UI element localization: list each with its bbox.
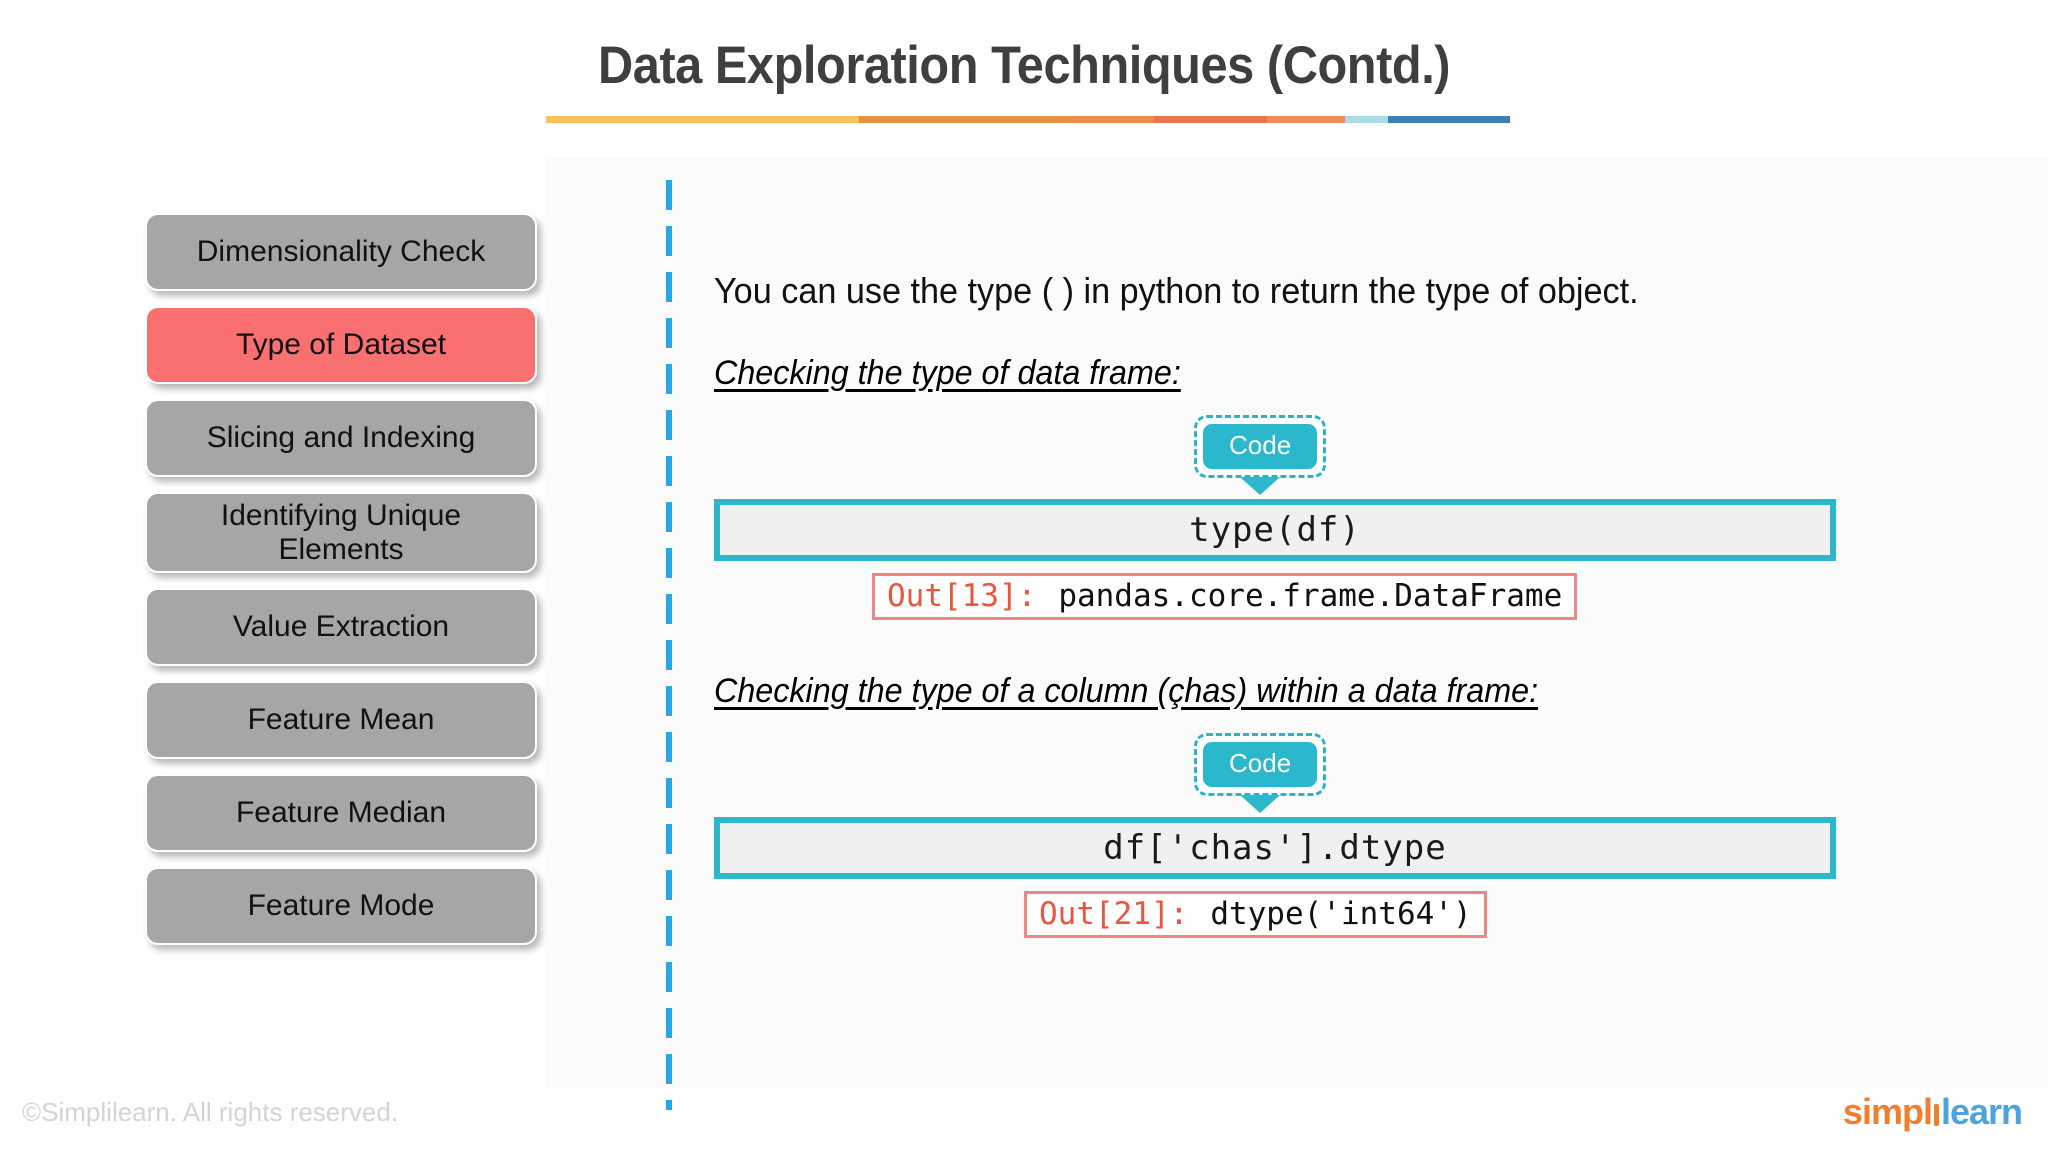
accent-rule-segment-2 <box>858 116 1068 123</box>
sidebar-item-value-extraction[interactable]: Value Extraction <box>145 588 537 666</box>
sidebar-item-label: Identifying Unique Elements <box>220 498 462 566</box>
sidebar-item-type-of-dataset[interactable]: Type of Dataset <box>145 306 537 384</box>
code-badge-label: Code <box>1203 424 1318 469</box>
accent-rule-segment-4 <box>1153 116 1267 123</box>
code-badge-tail-icon <box>1240 476 1281 495</box>
sidebar-item-label: Dimensionality Check <box>196 235 486 269</box>
code-badge-dashed-outline: Code <box>1194 733 1327 796</box>
sidebar-item-identifying-unique-elements[interactable]: Identifying Unique Elements <box>145 492 537 573</box>
section-1-code-group: Code type(df) <box>714 415 1894 565</box>
section-2-out-value: dtype('int64') <box>1210 895 1472 932</box>
sidebar-item-label: Value Extraction <box>232 610 450 644</box>
section-2-output-box: Out[21]: dtype('int64') <box>1024 891 1487 938</box>
title-accent-rule <box>546 116 1510 123</box>
section-2-out-label: Out[21]: <box>1039 895 1189 932</box>
sidebar-item-dimensionality-check[interactable]: Dimensionality Check <box>145 213 537 291</box>
section-1-output-row: Out[13]: pandas.core.frame.DataFrame <box>872 573 1894 620</box>
section-2-code-text: df['chas'].dtype <box>1103 828 1447 868</box>
section-2-code-box[interactable]: df['chas'].dtype <box>714 817 1836 879</box>
section-1-out-label: Out[13]: <box>887 577 1037 614</box>
sidebar-item-label: Type of Dataset <box>235 328 447 362</box>
section-1-code-badge-wrap[interactable]: Code <box>1194 415 1327 495</box>
logo-part-2: learn <box>1940 1091 2023 1132</box>
accent-rule-segment-1 <box>737 116 859 123</box>
page-title-wrap: Data Exploration Techniques (Contd.) <box>0 38 2048 94</box>
section-1: Checking the type of data frame: Code ty… <box>714 354 1894 620</box>
page-title: Data Exploration Techniques (Contd.) <box>597 36 1451 95</box>
accent-rule-segment-6 <box>1344 116 1389 123</box>
section-1-out-value: pandas.core.frame.DataFrame <box>1058 577 1563 614</box>
sidebar-item-feature-mode[interactable]: Feature Mode <box>145 867 537 945</box>
sidebar-item-slicing-and-indexing[interactable]: Slicing and Indexing <box>145 399 537 477</box>
section-1-code-box[interactable]: type(df) <box>714 499 1836 561</box>
accent-rule-segment-7 <box>1388 116 1510 123</box>
sidebar-item-label: Feature Mean <box>247 703 435 737</box>
code-badge-dashed-outline: Code <box>1194 415 1327 478</box>
lead-paragraph: You can use the type ( ) in python to re… <box>714 270 1639 311</box>
main-content: You can use the type ( ) in python to re… <box>714 270 1894 938</box>
sidebar-item-feature-median[interactable]: Feature Median <box>145 774 537 852</box>
sidebar-item-label: Feature Mode <box>247 889 435 923</box>
logo-mark-icon <box>1933 1104 1939 1126</box>
section-1-code-text: type(df) <box>1189 510 1361 550</box>
section-2-code-group: Code df['chas'].dtype <box>714 733 1894 883</box>
accent-rule-segment-5 <box>1266 116 1345 123</box>
footer-copyright: ©Simplilearn. All rights reserved. <box>22 1097 399 1127</box>
vertical-dashed-divider <box>666 180 672 1110</box>
code-badge-tail-icon <box>1240 794 1281 813</box>
section-1-output-box: Out[13]: pandas.core.frame.DataFrame <box>872 573 1578 620</box>
sidebar-item-label: Slicing and Indexing <box>206 421 476 455</box>
section-2-output-row: Out[21]: dtype('int64') <box>1024 891 1894 938</box>
section-2-code-badge-wrap[interactable]: Code <box>1194 733 1327 813</box>
section-1-heading: Checking the type of data frame: <box>714 354 1181 392</box>
section-2: Checking the type of a column (çhas) wit… <box>714 672 1894 938</box>
accent-rule-segment-0 <box>546 116 738 123</box>
logo-part-1: simpl <box>1842 1091 1933 1132</box>
accent-rule-segment-3 <box>1067 116 1154 123</box>
sidebar-item-feature-mean[interactable]: Feature Mean <box>145 681 537 759</box>
sidebar-item-label: Feature Median <box>235 796 447 830</box>
code-badge-label: Code <box>1203 742 1318 787</box>
section-2-heading: Checking the type of a column (çhas) wit… <box>714 672 1539 710</box>
